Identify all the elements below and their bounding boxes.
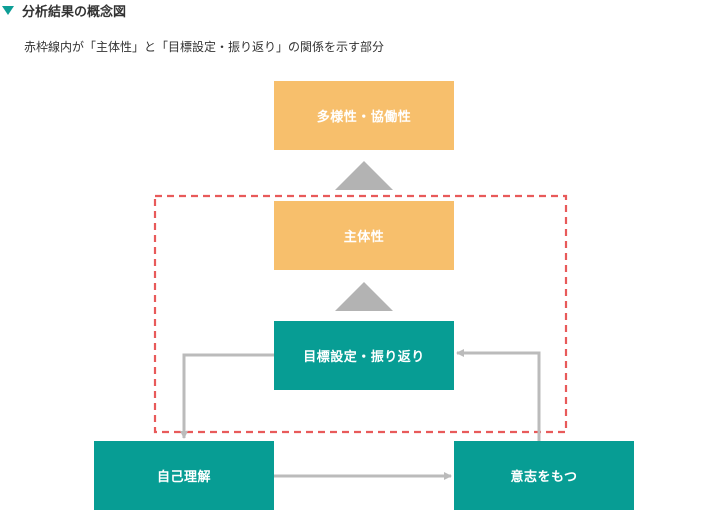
page-title: 分析結果の概念図 (22, 4, 127, 20)
node-initiative: 主体性 (274, 201, 454, 270)
diagram-description: 赤枠線内が「主体性」と「目標設定・振り返り」の関係を示す部分 (24, 40, 385, 54)
section-header: 分析結果の概念図 (2, 1, 127, 20)
arrow-will-to-goal (456, 349, 541, 441)
triangle-down-icon (2, 5, 14, 15)
node-having-will: 意志をもつ (454, 441, 634, 510)
node-diversity-collaboration: 多様性・協働性 (274, 81, 454, 150)
node-goal-setting-reflection: 目標設定・振り返り (274, 321, 454, 390)
highlight-frame (153, 194, 568, 434)
upward-triangle-middle (335, 282, 393, 311)
node-self-understanding: 自己理解 (94, 441, 274, 510)
upward-triangle-top (335, 161, 393, 190)
arrow-goal-to-self (180, 353, 274, 439)
